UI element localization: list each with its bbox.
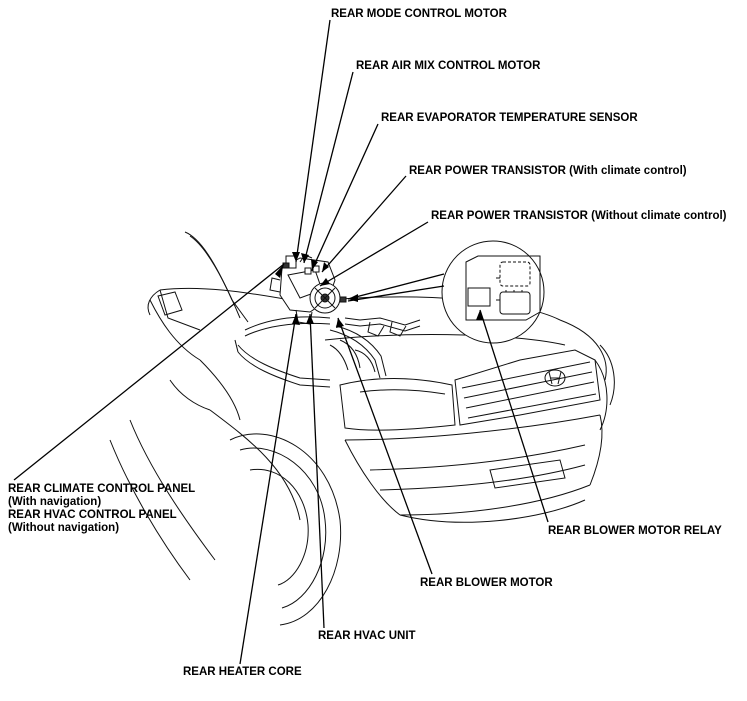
label-rear-hvac-unit: REAR HVAC UNIT [318, 630, 416, 642]
arrowhead [322, 262, 329, 272]
arrowhead [292, 252, 300, 262]
relay-connector-line-lower [347, 285, 445, 302]
leader-blower-relay [479, 309, 549, 523]
hvac-piping [234, 316, 421, 388]
leader-evap-sensor [311, 123, 379, 271]
label-rear-heater-core: REAR HEATER CORE [183, 666, 302, 678]
label-rear-mode-control-motor: REAR MODE CONTROL MOTOR [331, 8, 507, 20]
arrowhead [336, 318, 344, 328]
arrowhead [292, 314, 300, 325]
arrowhead [275, 264, 284, 278]
label-rear-evaporator-temperature-sensor: REAR EVAPORATOR TEMPERATURE SENSOR [381, 112, 638, 124]
label-rear-blower-motor: REAR BLOWER MOTOR [420, 577, 553, 589]
arrowhead [320, 278, 330, 286]
label-hvac-panel-line-1: REAR HVAC CONTROL PANEL [8, 509, 177, 521]
label-rear-blower-motor-relay: REAR BLOWER MOTOR RELAY [548, 525, 722, 537]
label-rear-power-transistor-without: REAR POWER TRANSISTOR (Without climate c… [431, 210, 727, 222]
leader-climate-panel [13, 263, 285, 481]
label-climate-panel-line-2: (With navigation) [8, 496, 102, 508]
arrowhead [348, 294, 358, 302]
arrowhead [301, 253, 309, 263]
leader-blower-motor [337, 317, 433, 575]
arrowhead [476, 310, 484, 320]
label-hvac-panel-line-2: (Without navigation) [8, 522, 120, 534]
leader-hvac-unit [309, 313, 325, 629]
leader-air-mix-motor [303, 71, 354, 264]
vehicle-body [109, 231, 615, 626]
leader-heater-core [239, 313, 297, 665]
leader-transistor-with [321, 175, 407, 273]
relay-connector-line-upper [347, 273, 445, 300]
arrowhead [311, 259, 318, 270]
arrowhead [306, 314, 314, 324]
leader-mode-motor [295, 19, 331, 263]
leader-lines [13, 19, 549, 665]
label-climate-panel-line-1: REAR CLIMATE CONTROL PANEL [8, 483, 196, 495]
leader-transistor-without [319, 221, 429, 287]
rear-hvac-unit-assembly [269, 254, 347, 325]
label-rear-air-mix-control-motor: REAR AIR MIX CONTROL MOTOR [356, 60, 541, 72]
label-rear-power-transistor-with: REAR POWER TRANSISTOR (With climate cont… [409, 165, 687, 177]
label-rear-climate-control-panel: REAR CLIMATE CONTROL PANEL (With navigat… [8, 483, 195, 535]
relay-box-inset [441, 240, 545, 344]
